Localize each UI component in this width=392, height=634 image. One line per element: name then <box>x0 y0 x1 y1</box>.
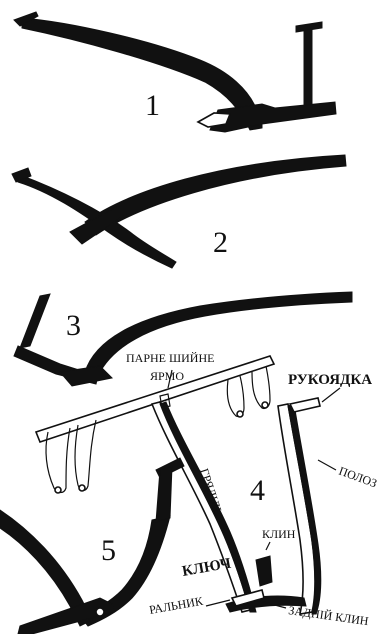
figure-4-number: 4 <box>250 474 265 507</box>
label-key: КЛЮЧ <box>181 556 232 580</box>
plough-1 <box>14 12 336 132</box>
label-share: РАЛЬНИК <box>148 594 205 617</box>
label-wedge: КЛИН <box>262 527 296 541</box>
yoke-right-peg-1 <box>237 411 243 417</box>
yoke-left-peg-2 <box>79 485 85 491</box>
plough-5-peg <box>96 608 104 616</box>
figure-2-number: 2 <box>213 226 228 259</box>
plough-4-handle-grip <box>290 398 320 412</box>
yoke-right-bow-1 <box>227 376 244 417</box>
figure-3-number: 3 <box>66 309 81 342</box>
plough-2 <box>12 155 346 268</box>
plough-1-stilt <box>304 30 312 106</box>
leader-handle <box>322 388 340 402</box>
label-yoke-2: ЯРМО <box>150 369 184 383</box>
leader-runner <box>318 460 336 470</box>
yoke-left-bow-2 <box>75 420 96 490</box>
yoke-left-peg-1 <box>55 487 61 493</box>
plough-2-beam <box>85 155 346 235</box>
plough-3-stilt <box>20 294 50 348</box>
label-handle: РУКОЯДКА <box>288 372 372 388</box>
yoke-right-peg-2 <box>262 402 268 408</box>
plough-1-handle <box>296 22 322 32</box>
leader-wedge <box>266 542 270 550</box>
label-rear-wedge: ЗАДНІЙ КЛИН <box>288 603 370 628</box>
figure-5-number: 5 <box>101 534 116 567</box>
label-runner: ПОЛОЗ <box>337 464 379 491</box>
plough-4-wedge <box>256 556 272 586</box>
label-yoke: ПАРНЕ ШИЙНЕ <box>126 351 214 365</box>
figure-1-number: 1 <box>145 89 160 122</box>
plough-1-share <box>198 113 230 127</box>
